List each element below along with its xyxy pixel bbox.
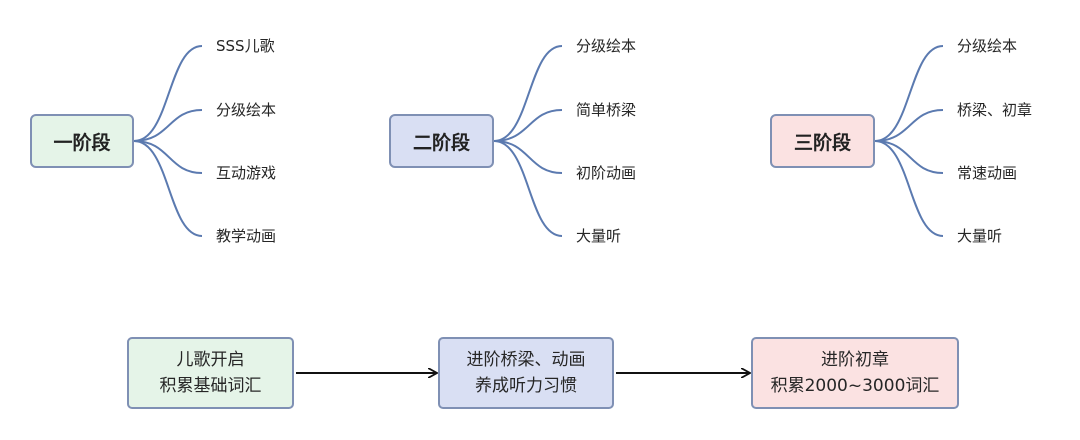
connector-line [874, 140, 944, 174]
flow-box-line: 积累2000~3000词汇 [770, 376, 940, 396]
branch-label: 分级绘本 [216, 101, 277, 119]
stage-box-1: 一阶段 [30, 114, 134, 168]
connector-line [493, 140, 563, 237]
connector-line [133, 140, 203, 237]
branch-label: 大量听 [957, 227, 1003, 245]
flow-box-line: 儿歌开启 [176, 350, 245, 370]
flow-box-line: 进阶桥梁、动画 [466, 350, 586, 370]
branch-label: 大量听 [576, 227, 622, 245]
connector-line [133, 140, 203, 174]
connector-line [493, 140, 563, 174]
connector-line [874, 45, 944, 142]
connector-line [874, 140, 944, 237]
stage3-connectors [874, 45, 944, 237]
branch-label: 分级绘本 [957, 37, 1018, 55]
connector-line [493, 45, 563, 142]
branch-label: 互动游戏 [216, 164, 277, 182]
stage1-connectors [133, 45, 203, 237]
connector-line [874, 109, 944, 142]
stage-box-3: 三阶段 [770, 114, 875, 168]
stage2-connectors [493, 45, 563, 237]
stage-box-2: 二阶段 [389, 114, 494, 168]
branch-label: 初阶动画 [576, 164, 637, 182]
branch-label: 常速动画 [957, 164, 1018, 182]
flow-box-2: 进阶桥梁、动画 养成听力习惯 [438, 337, 614, 409]
branch-label: 简单桥梁 [576, 101, 637, 119]
branch-label: 桥梁、初章 [957, 101, 1033, 119]
connector-line [493, 109, 563, 142]
connector-line [133, 45, 203, 142]
branch-label: 教学动画 [216, 227, 277, 245]
flow-box-line: 积累基础词汇 [159, 376, 262, 396]
branch-label: 分级绘本 [576, 37, 637, 55]
flow-box-line: 养成听力习惯 [475, 376, 577, 396]
flow-box-line: 进阶初章 [821, 350, 889, 370]
flow-box-3: 进阶初章 积累2000~3000词汇 [751, 337, 959, 409]
connector-line [133, 109, 203, 142]
flow-box-1: 儿歌开启 积累基础词汇 [127, 337, 294, 409]
branch-label: SSS儿歌 [216, 37, 275, 55]
